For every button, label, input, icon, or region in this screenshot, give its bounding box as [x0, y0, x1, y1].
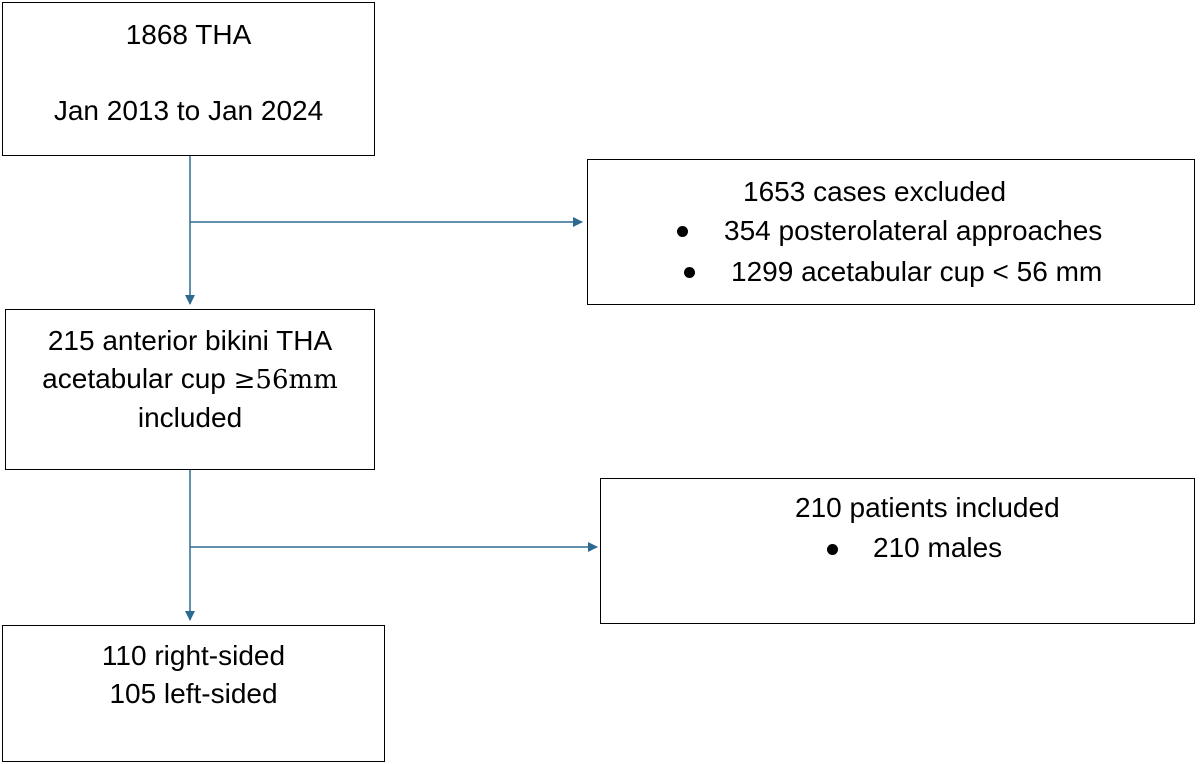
included-count: 215 anterior bikini THA [47, 325, 333, 356]
excluded-item-posterolateral: 354 posterolateral approaches [724, 215, 1103, 246]
included-label: included [137, 402, 243, 433]
right-sided-count: 110 right-sided [101, 640, 286, 671]
box-patients-included: 210 patients included 210 males [600, 478, 1195, 624]
box-total-tha: 1868 THA Jan 2013 to Jan 2024 [2, 2, 375, 156]
patients-title: 210 patients included [795, 492, 1060, 523]
box-excluded-cases: 1653 cases excluded 354 posterolateral a… [587, 159, 1195, 305]
criterion-value: ≥56mm [233, 365, 338, 395]
bullet-icon [677, 226, 688, 237]
included-criterion: acetabular cup ≥56mm [6, 360, 374, 399]
bullet-icon [684, 267, 695, 278]
bullet-icon [827, 544, 838, 555]
box-sides: 110 right-sided 105 left-sided [2, 625, 385, 762]
excluded-title: 1653 cases excluded [743, 176, 1007, 207]
patients-item-males: 210 males [873, 532, 1003, 563]
left-sided-count: 105 left-sided [109, 678, 278, 709]
box-included-tha: 215 anterior bikini THA acetabular cup ≥… [5, 309, 375, 470]
date-range: Jan 2013 to Jan 2024 [53, 95, 324, 126]
criterion-label: acetabular cup [42, 363, 234, 394]
excluded-item-cup-size: 1299 acetabular cup < 56 mm [731, 256, 1103, 287]
total-count: 1868 THA [125, 19, 252, 50]
